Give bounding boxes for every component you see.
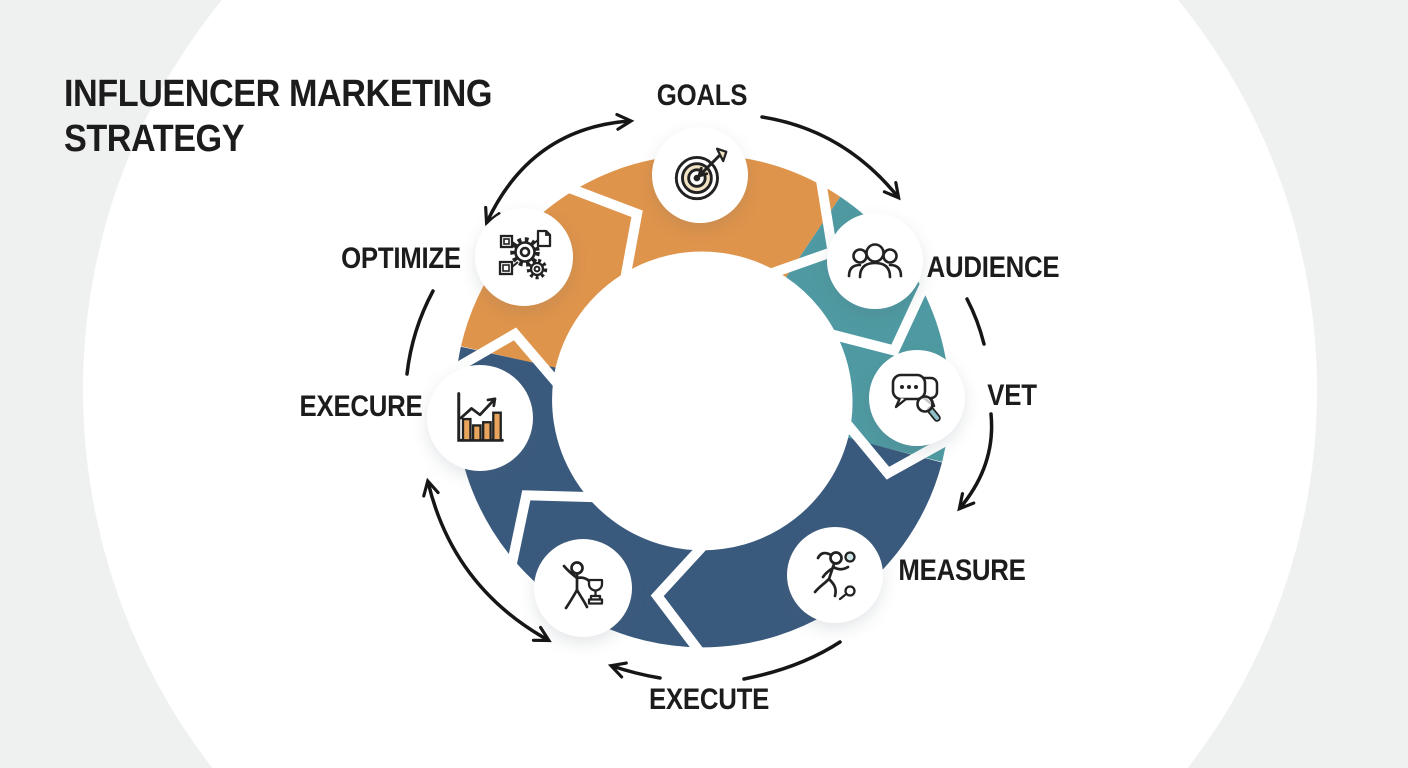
arrow-vet-to-measure	[957, 412, 994, 512]
bar-chart-growth-icon	[457, 392, 504, 442]
chat-magnifier-icon	[891, 373, 941, 422]
chevron-separator	[828, 281, 930, 357]
step-badge-execute	[534, 539, 632, 637]
title-line-2: STRATEGY	[64, 118, 245, 160]
flow-arrows	[405, 112, 994, 681]
arc-measure-to-execute	[742, 640, 842, 681]
chevron-separator	[650, 543, 706, 659]
arrow-execute-execure	[422, 477, 552, 643]
people-group-icon	[847, 243, 903, 279]
arc-optimize-to-execure	[405, 289, 435, 376]
gears-process-icon	[498, 229, 552, 280]
step-label-goals: GOALS	[656, 79, 748, 112]
step-badge-goals	[652, 127, 748, 223]
arc-audience-to-vet	[965, 297, 986, 346]
step-label-execure: EXECURE	[299, 390, 423, 423]
running-person-icon	[813, 551, 856, 601]
chevron-separator	[448, 327, 562, 388]
step-label-vet: VET	[987, 379, 1037, 412]
arrow-goals-to-audience	[760, 115, 901, 201]
step-badge-audience	[827, 213, 923, 309]
title-line-1: INFLUENCER MARKETING	[64, 73, 492, 115]
person-trophy-icon	[562, 561, 604, 610]
step-label-optimize: OPTIMIZE	[341, 242, 461, 275]
step-label-execute: EXECUTE	[648, 683, 770, 716]
step-badge-measure	[787, 527, 883, 623]
page-title: INFLUENCER MARKETING STRATEGY	[64, 72, 492, 162]
arrow-optimize-goals	[484, 112, 635, 226]
step-label-measure: MEASURE	[898, 554, 1026, 587]
step-badge-optimize	[475, 208, 573, 306]
chevron-separator	[841, 419, 955, 480]
arrow-to-execute	[607, 661, 662, 680]
step-badge-execure	[427, 365, 533, 471]
step-label-audience: AUDIENCE	[926, 251, 1060, 284]
step-badge-vet	[869, 350, 965, 446]
target-dart-icon	[674, 147, 728, 201]
